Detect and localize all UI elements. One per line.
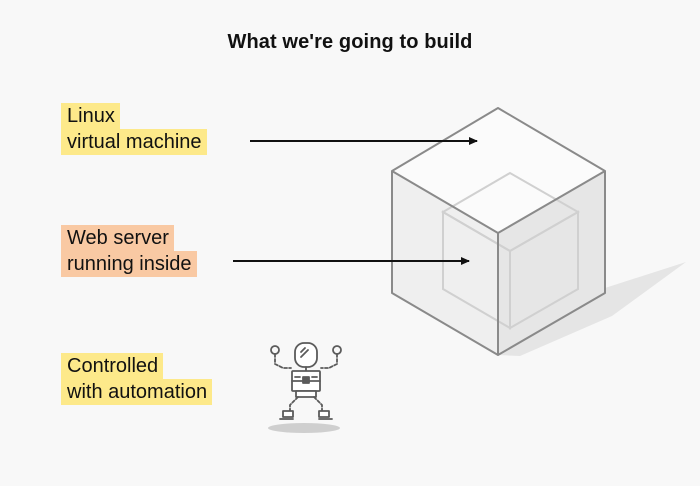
label-linux-vm-line1: Linux (61, 103, 120, 129)
cube-edges (391, 107, 606, 356)
label-linux-vm: Linux virtual machine (61, 103, 207, 155)
label-automation-line1: Controlled (61, 353, 164, 379)
inner-cube-icon (441, 171, 581, 330)
label-web-server-line1: Web server (61, 225, 174, 251)
label-automation-line2: with automation (61, 379, 213, 405)
diagram-title: What we're going to build (227, 31, 473, 53)
label-web-server-line2: running inside (61, 251, 197, 277)
cube-shadow (498, 262, 686, 356)
robot-icon (268, 342, 342, 433)
label-web-server: Web server running inside (61, 225, 197, 277)
label-linux-vm-line2: virtual machine (61, 129, 207, 155)
label-automation: Controlled with automation (61, 353, 213, 405)
